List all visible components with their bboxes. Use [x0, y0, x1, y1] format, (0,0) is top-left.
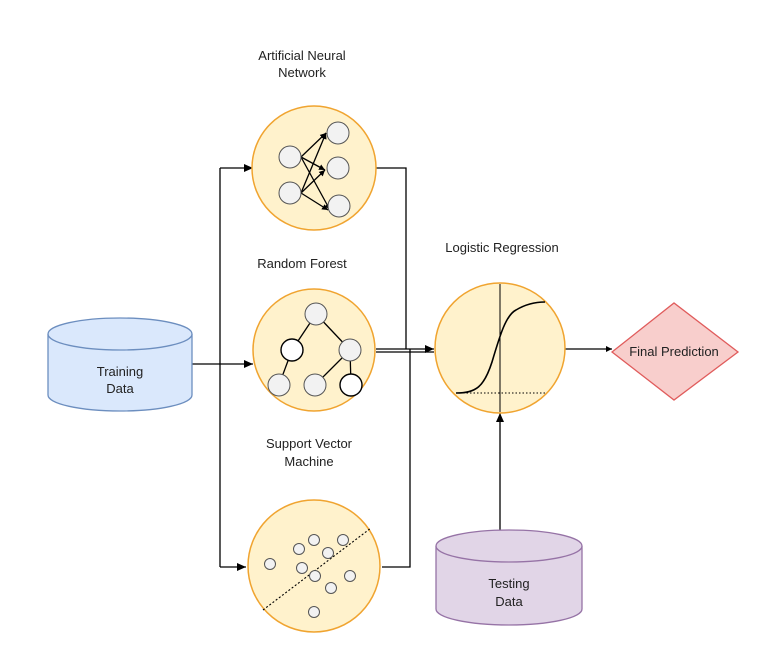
data-point-icon: [293, 543, 305, 555]
ann-node[interactable]: [251, 105, 377, 231]
data-point-icon: [296, 562, 308, 574]
svm-hyperplane-line: [262, 527, 372, 611]
edge-line: [300, 192, 329, 211]
testing-data-label-line2: Data: [495, 594, 523, 609]
sigmoid-curve-icon: [455, 284, 546, 412]
sigmoid-curve: [455, 301, 546, 394]
tree-node-icon: [267, 373, 291, 397]
testing-data-node[interactable]: Testing Data: [435, 529, 583, 626]
edge-line: [300, 132, 327, 194]
tree-node-icon: [280, 338, 304, 362]
testing-data-cylinder-icon: [435, 546, 583, 626]
connectors-training-to-models: [192, 164, 253, 571]
connector-svm-out: [382, 349, 411, 568]
training-data-cylinder-top: [47, 317, 193, 351]
ann-circle: [251, 105, 377, 231]
testing-data-cylinder-top: [435, 529, 583, 563]
neuron-icon: [278, 181, 302, 205]
training-data-cylinder-icon: [47, 334, 193, 412]
random-forest-node[interactable]: [252, 288, 376, 412]
decision-tree-icon: [267, 302, 363, 397]
svm-scatter-icon: [262, 527, 372, 618]
neuron-icon: [326, 121, 350, 145]
connectors-models-to-lr: [376, 167, 612, 568]
testing-data-label-line1: Testing: [488, 576, 529, 591]
final-prediction-node[interactable]: Final Prediction: [610, 302, 740, 401]
logistic-regression-node[interactable]: [434, 282, 566, 414]
data-point-icon: [337, 534, 349, 546]
data-point-icon: [264, 558, 276, 570]
data-point-icon: [322, 547, 334, 559]
ann-title-line1: Artificial Neural: [258, 48, 346, 63]
final-prediction-label: Final Prediction: [629, 344, 719, 359]
final-prediction-diamond-icon: [610, 302, 740, 401]
neuron-icon: [278, 145, 302, 169]
tree-node-icon: [303, 373, 327, 397]
svm-circle: [247, 499, 381, 633]
connector-ann-out: [376, 167, 407, 349]
training-data-label-line2: Data: [106, 381, 134, 396]
edge-line: [300, 156, 331, 211]
svm-title-line2: Machine: [284, 454, 333, 469]
neural-network-icon: [278, 121, 351, 218]
edge-line: [300, 169, 326, 194]
data-point-icon: [308, 606, 320, 618]
logistic-regression-title: Logistic Regression: [445, 240, 558, 255]
data-point-icon: [344, 570, 356, 582]
training-data-node[interactable]: Training Data: [47, 317, 193, 412]
training-data-label-line1: Training: [97, 364, 143, 379]
neuron-icon: [326, 156, 350, 180]
data-point-icon: [309, 570, 321, 582]
svm-title-line1: Support Vector: [266, 436, 353, 451]
tree-node-icon: [338, 338, 362, 362]
data-point-icon: [325, 582, 337, 594]
svm-node[interactable]: [247, 499, 381, 633]
data-point-icon: [308, 534, 320, 546]
ann-title-line2: Network: [278, 65, 326, 80]
random-forest-title: Random Forest: [257, 256, 347, 271]
tree-node-icon: [304, 302, 328, 326]
tree-node-icon: [339, 373, 363, 397]
neuron-icon: [327, 194, 351, 218]
